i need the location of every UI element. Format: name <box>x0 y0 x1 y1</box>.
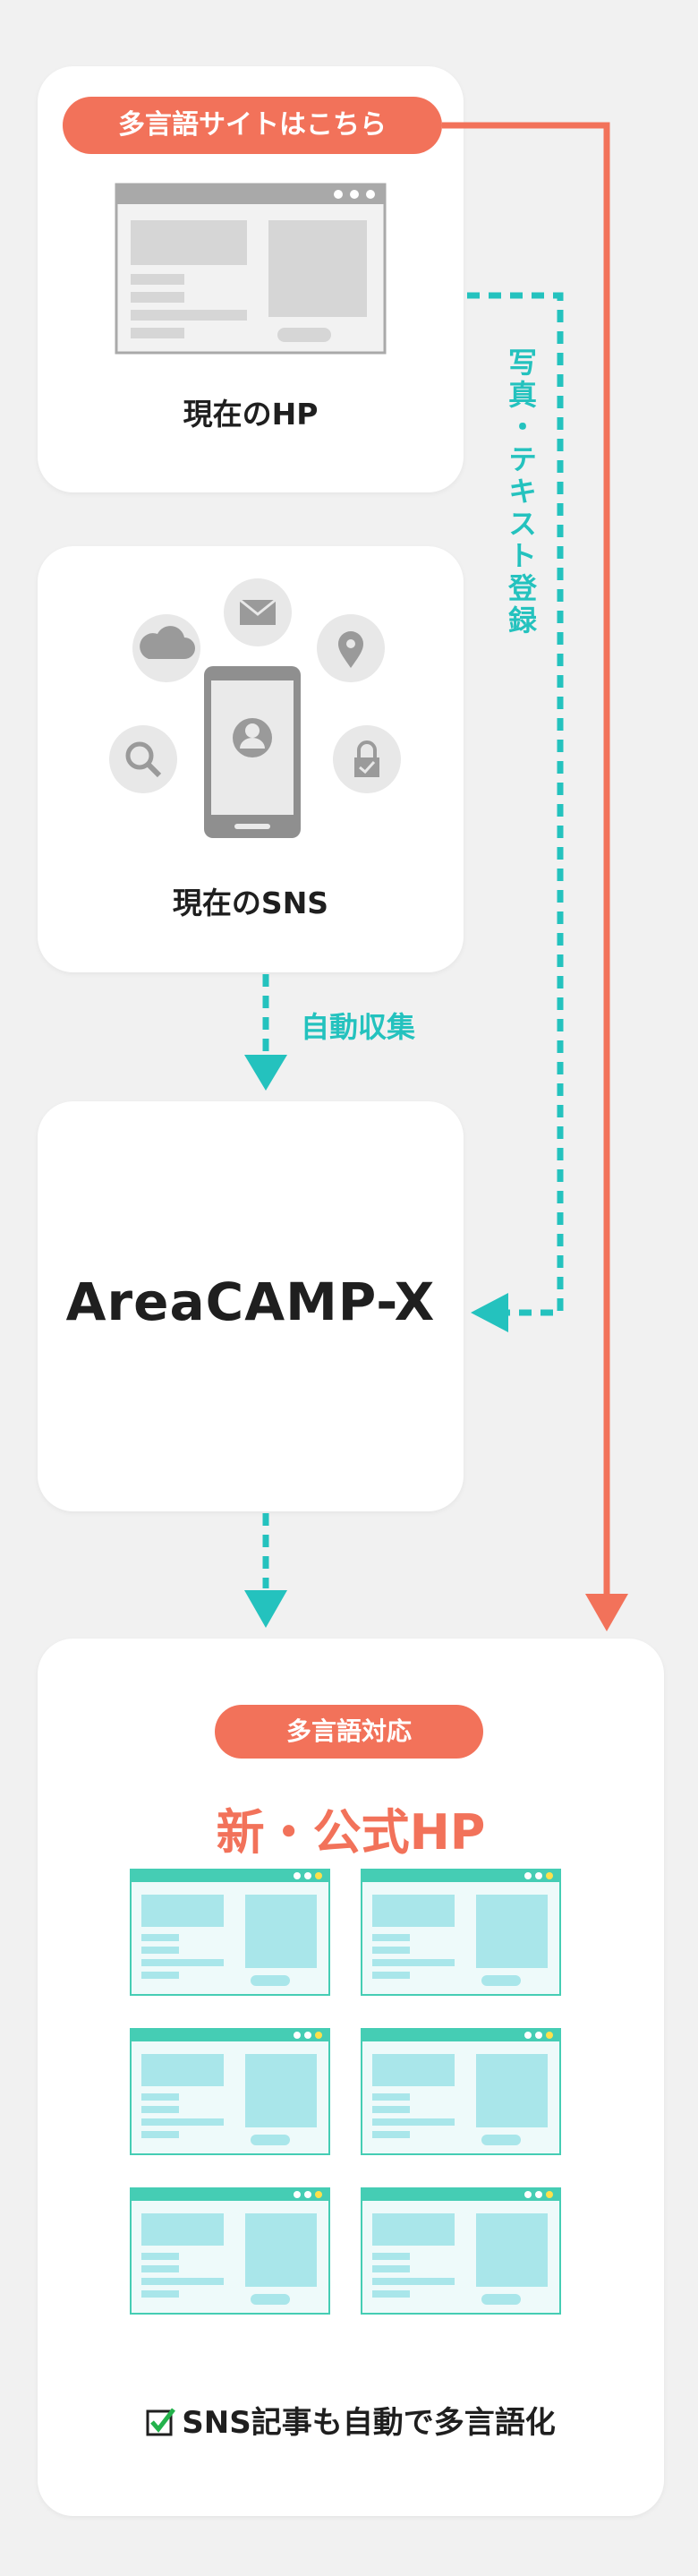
multilingual-support-pill: 多言語対応 <box>215 1705 483 1759</box>
teal-dotted-connector-areacamp-to-new <box>244 1513 287 1628</box>
browser-mockup-icon <box>130 2187 330 2315</box>
teal-dotted-connector-auto-collect <box>244 974 287 1091</box>
mail-icon <box>224 578 292 646</box>
current-sns-label: 現在のSNS <box>172 886 329 920</box>
lock-icon <box>333 725 401 793</box>
auto-collect-label: 自動収集 <box>301 1010 416 1044</box>
browser-mockup-icon <box>361 2187 561 2315</box>
new-hp-browser-grid <box>130 1869 561 2315</box>
areacamp-label: AreaCAMP-X <box>65 1271 436 1332</box>
browser-mockup-icon <box>130 2028 330 2155</box>
sns-illustration <box>109 578 401 838</box>
checkbox-checked-icon <box>146 2408 176 2436</box>
current-hp-label: 現在のHP <box>183 397 319 432</box>
new-official-hp-title: 新・公式HP <box>216 1804 486 1861</box>
orange-connector <box>442 122 628 1631</box>
browser-mockup-icon <box>361 2028 561 2155</box>
smartphone-icon <box>204 666 301 838</box>
location-pin-icon <box>317 614 385 682</box>
current-hp-browser-icon <box>115 183 387 355</box>
search-icon <box>109 725 177 793</box>
cloud-icon <box>132 614 200 682</box>
teal-dotted-connector-photo-text <box>467 292 564 1332</box>
footer-note: SNS記事も自動で多言語化 <box>38 2398 664 2442</box>
areacamp-card <box>38 1101 464 1511</box>
browser-mockup-icon <box>130 1869 330 1996</box>
browser-mockup-icon <box>361 1869 561 1996</box>
photo-text-register-label: 写真・テキスト登録 <box>504 347 538 638</box>
footer-note-text: SNS記事も自動で多言語化 <box>182 2405 556 2441</box>
multilingual-site-pill[interactable]: 多言語サイトはこちら <box>63 97 442 154</box>
